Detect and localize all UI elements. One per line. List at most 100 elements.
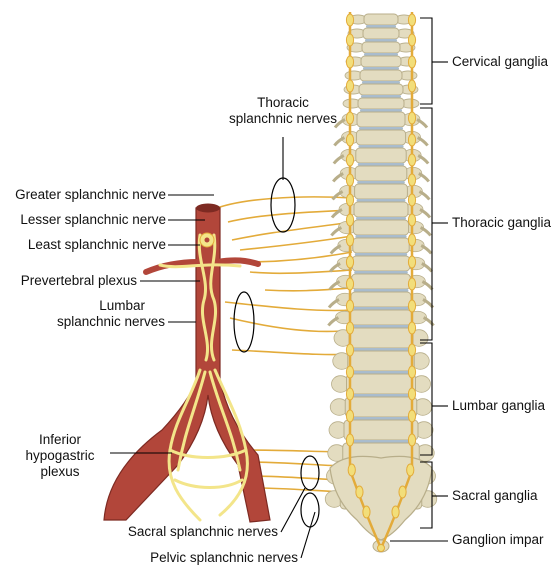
chain-ganglion bbox=[345, 13, 355, 27]
renal-artery bbox=[215, 257, 261, 267]
chain-ganglion bbox=[345, 343, 355, 357]
rib-stub bbox=[420, 244, 433, 255]
chain-ganglion bbox=[407, 299, 417, 313]
aorta-and-iliac-arteries bbox=[103, 203, 271, 523]
label-prevertebral-plexus: Prevertebral plexus bbox=[20, 273, 137, 288]
chain-ganglion bbox=[345, 409, 355, 423]
chain-ganglion bbox=[345, 55, 355, 69]
rib-stub bbox=[332, 154, 345, 165]
rib-stub bbox=[419, 208, 432, 219]
renal-artery bbox=[143, 259, 201, 275]
intervertebral-disc bbox=[353, 307, 409, 310]
chain-ganglion bbox=[345, 321, 355, 335]
splanchnic-fiber bbox=[231, 221, 353, 241]
thoracic-splanchnic-oval bbox=[270, 177, 296, 233]
label-thoracic-splanchnic: Thoracic splanchnic nerves bbox=[228, 95, 338, 126]
vertebra bbox=[351, 273, 411, 290]
splanchnic-fiber bbox=[224, 301, 353, 312]
rib-stub bbox=[421, 262, 433, 273]
splanchnic-fiber bbox=[211, 196, 353, 211]
vertebra bbox=[355, 147, 407, 164]
intervertebral-disc bbox=[363, 67, 399, 70]
vertebra bbox=[347, 350, 415, 372]
chain-ganglion bbox=[345, 133, 355, 147]
sacral-splanchnic-oval bbox=[300, 455, 320, 491]
sympathetic-chain-ganglia bbox=[345, 12, 417, 552]
chain-ganglion bbox=[345, 255, 355, 269]
chain-ganglion bbox=[345, 111, 355, 125]
chain-ganglion bbox=[407, 387, 417, 401]
label-pelvic-splanchnic: Pelvic splanchnic nerves bbox=[150, 550, 298, 565]
vertebra bbox=[355, 129, 407, 146]
chain-ganglion bbox=[407, 277, 417, 291]
intervertebral-disc bbox=[354, 253, 408, 256]
chain-ganglion bbox=[345, 433, 355, 447]
chain-ganglion bbox=[407, 193, 417, 207]
intervertebral-disc bbox=[366, 25, 396, 28]
rib-stub bbox=[331, 190, 344, 201]
vertebral-column bbox=[324, 13, 438, 553]
leader-line bbox=[420, 17, 433, 105]
intervertebral-disc bbox=[365, 39, 397, 42]
rib-stub bbox=[416, 136, 429, 147]
label-sacral-ganglia: Sacral ganglia bbox=[452, 488, 538, 503]
rib-stub bbox=[333, 118, 346, 129]
intervertebral-disc bbox=[357, 181, 405, 184]
splanchnic-fiber bbox=[249, 269, 353, 275]
chain-ganglion bbox=[355, 485, 364, 499]
chain-ganglion bbox=[407, 409, 417, 423]
chain-ganglion bbox=[362, 505, 371, 519]
splanchnic-fiber bbox=[244, 251, 353, 263]
rib-stub bbox=[418, 190, 431, 201]
vertebra bbox=[363, 13, 399, 26]
vertebra bbox=[352, 219, 410, 236]
vertebra bbox=[361, 41, 401, 54]
intervertebral-disc bbox=[351, 348, 411, 351]
rib-stub bbox=[418, 172, 430, 183]
plexus-strand bbox=[173, 478, 244, 489]
leader-line bbox=[300, 511, 316, 559]
intervertebral-disc bbox=[353, 289, 409, 292]
vertebra bbox=[356, 111, 406, 128]
vertebra bbox=[354, 165, 408, 182]
plexus-strand bbox=[176, 370, 207, 472]
label-lesser-splanchnic: Lesser splanchnic nerve bbox=[20, 212, 166, 227]
rib-stub bbox=[328, 280, 341, 291]
intervertebral-disc bbox=[359, 127, 403, 130]
leader-line bbox=[420, 342, 433, 456]
chain-ganglion bbox=[345, 33, 355, 47]
vertebra bbox=[357, 97, 405, 110]
chain-ganglion bbox=[407, 213, 417, 227]
vertebra bbox=[344, 396, 418, 418]
chain-ganglion bbox=[407, 233, 417, 247]
vertebra bbox=[343, 419, 419, 441]
chain-ganglion bbox=[407, 133, 417, 147]
splanchnic-fiber bbox=[264, 287, 353, 292]
vertebra bbox=[349, 309, 413, 326]
label-cervical-ganglia: Cervical ganglia bbox=[452, 54, 549, 69]
intervertebral-disc bbox=[361, 95, 401, 98]
rib-stub bbox=[330, 208, 343, 219]
vertebra bbox=[352, 237, 410, 254]
chain-ganglion bbox=[406, 463, 415, 477]
nerve-plexus bbox=[158, 232, 249, 522]
chain-ganglion bbox=[407, 33, 417, 47]
intervertebral-disc bbox=[356, 217, 406, 220]
rib-stub bbox=[327, 316, 340, 327]
chain-ganglion bbox=[391, 505, 400, 519]
chain-ganglion bbox=[407, 321, 417, 335]
chain-ganglion bbox=[345, 365, 355, 379]
splanchnic-fiber bbox=[239, 235, 353, 251]
label-least-splanchnic: Least splanchnic nerve bbox=[27, 237, 166, 252]
rib-stub bbox=[419, 226, 432, 237]
chain-ganglion bbox=[345, 277, 355, 291]
chain-ganglion bbox=[407, 343, 417, 357]
label-sacral-splanchnic: Sacral splanchnic nerves bbox=[127, 524, 278, 539]
intervertebral-disc bbox=[347, 417, 415, 420]
pelvic-splanchnic-oval bbox=[300, 492, 320, 528]
chain-ganglion bbox=[345, 173, 355, 187]
aorta-lumen bbox=[196, 203, 220, 213]
vertebra bbox=[346, 373, 416, 395]
leader-line bbox=[280, 487, 306, 533]
rib-stub bbox=[330, 226, 343, 237]
